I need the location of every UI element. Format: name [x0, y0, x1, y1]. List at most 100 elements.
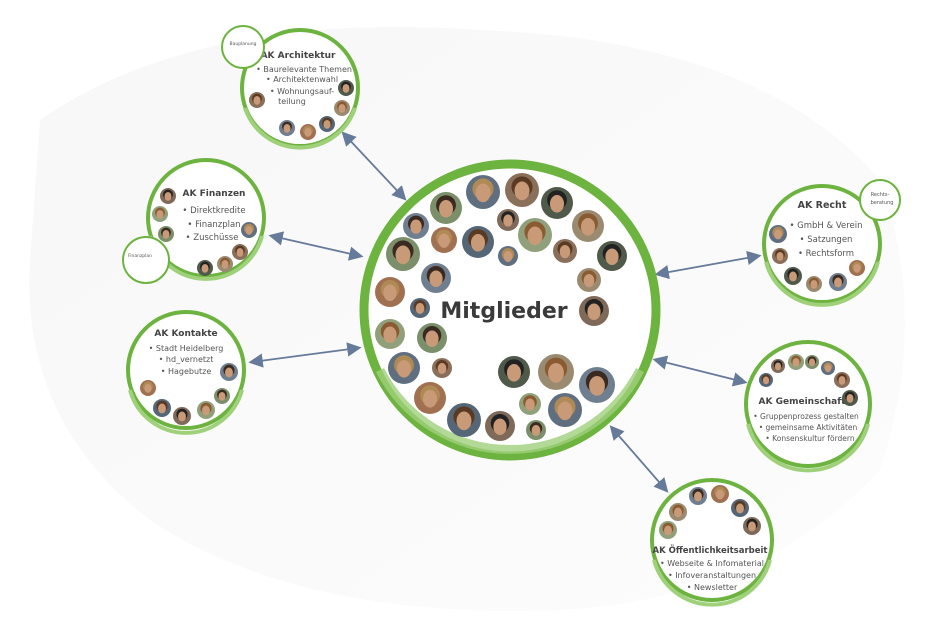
- architektur-item: teilung: [278, 97, 306, 106]
- kontakte-title: AK Kontakte: [154, 329, 217, 339]
- finanzen-item: • Finanzplan: [187, 220, 240, 230]
- member-photo: [232, 244, 248, 260]
- finanzen-item: • Direktkredite: [182, 206, 245, 216]
- finanzen-item: • Zuschüsse: [186, 233, 239, 243]
- architektur-item: • Architektenwahl: [266, 75, 338, 84]
- connector-arrows: [248, 131, 762, 493]
- rechtsberatung-label: beratung: [871, 200, 894, 206]
- oeffentlichkeit-title: AK Öffentlichkeitsarbeit: [652, 545, 767, 556]
- member-photos: [375, 173, 627, 441]
- gemeinschaft-item: • gemeinsame Aktivitäten: [759, 423, 858, 432]
- member-photo: [197, 401, 215, 419]
- member-photo: [421, 263, 451, 293]
- member-photo: [579, 367, 615, 403]
- oeffentlichkeit-item: • Webseite & Infomaterial: [660, 559, 764, 568]
- finanzplan-label: Finanzplan: [128, 253, 152, 259]
- member-photo: [430, 192, 462, 224]
- member-photo: [249, 92, 265, 108]
- member-photo: [173, 407, 191, 425]
- recht-title: AK Recht: [798, 200, 847, 211]
- member-photo: [577, 268, 601, 292]
- architektur-title: AK Architektur: [261, 51, 336, 61]
- recht-item: • Satzungen: [800, 235, 853, 245]
- group-kontakte[interactable]: AK Kontakte • Stadt Heidelberg • hd_vern…: [126, 310, 246, 435]
- recht-item: • Rechtsform: [798, 249, 854, 259]
- member-photo: [829, 273, 847, 291]
- member-photo: [375, 277, 405, 307]
- arrow-finanzen: [268, 231, 364, 261]
- group-architektur[interactable]: AK Architektur • Baurelevante Themen • A…: [240, 28, 360, 150]
- member-photo: [743, 517, 761, 535]
- member-photo: [388, 352, 420, 384]
- member-photo: [431, 227, 457, 253]
- member-photo: [548, 393, 582, 427]
- kontakte-item: • Stadt Heidelberg: [149, 344, 224, 353]
- arrow-kontakte: [248, 342, 362, 368]
- member-photo: [689, 487, 707, 505]
- oeffentlichkeit-photos: [659, 485, 761, 539]
- member-photo: [197, 260, 213, 276]
- group-finanzen[interactable]: AK Finanzen • Direktkredite • Finanzplan…: [146, 158, 266, 281]
- satellite-finanzplan[interactable]: Finanzplan: [122, 236, 170, 284]
- member-photo: [140, 380, 156, 396]
- architektur-item: • Baurelevante Themen: [256, 65, 352, 74]
- member-photo: [319, 116, 335, 132]
- group-oeffentlichkeit[interactable]: AK Öffentlichkeitsarbeit • Webseite & In…: [650, 478, 774, 607]
- member-photo: [518, 218, 552, 252]
- finanzen-photos: [152, 188, 257, 276]
- member-photo: [541, 187, 573, 219]
- member-photo: [241, 222, 257, 238]
- oeffentlichkeit-item: • Infoveranstaltungen: [668, 571, 756, 580]
- satellite-bauplanung[interactable]: Bauplanung: [221, 25, 265, 69]
- member-photo: [497, 209, 519, 231]
- member-photo: [711, 485, 729, 503]
- member-photo: [217, 256, 233, 272]
- gemeinschaft-title: AK Gemeinschaft: [759, 397, 847, 407]
- member-photo: [462, 226, 494, 258]
- center-node[interactable]: Mitglieder: [359, 159, 661, 461]
- kontakte-photos: [140, 363, 238, 425]
- group-recht[interactable]: AK Recht • GmbH & Verein • Satzungen • R…: [762, 184, 882, 307]
- member-photo: [403, 213, 429, 239]
- member-photo: [220, 363, 238, 381]
- rechtsberatung-label: Rechts-: [871, 192, 890, 198]
- member-photo: [772, 248, 788, 264]
- satellite-rechtsberatung[interactable]: Rechts- beratung: [859, 179, 901, 221]
- oeffentlichkeit-item: • Newsletter: [687, 583, 738, 592]
- arrow-gemeinschaft: [652, 355, 748, 387]
- member-photo: [214, 388, 230, 404]
- member-photo: [485, 411, 515, 441]
- member-photo: [160, 188, 176, 204]
- member-photo: [538, 354, 574, 390]
- gemeinschaft-item: • Konsenskultur fördern: [765, 434, 854, 443]
- group-gemeinschaft[interactable]: AK Gemeinschaft • Gruppenprozess gestalt…: [744, 340, 872, 473]
- kontakte-item: • hd_vernetzt: [159, 355, 214, 364]
- member-photo: [279, 120, 295, 136]
- member-photo: [834, 372, 850, 388]
- recht-item: • GmbH & Verein: [789, 221, 862, 231]
- member-photo: [842, 390, 858, 406]
- member-photo: [519, 393, 541, 415]
- member-photo: [805, 355, 819, 369]
- member-photo: [579, 296, 609, 326]
- member-photo: [300, 124, 316, 140]
- member-photo: [153, 399, 171, 417]
- member-photo: [821, 361, 835, 375]
- member-photo: [849, 260, 865, 276]
- member-photo: [410, 298, 430, 318]
- member-photo: [806, 276, 822, 292]
- architektur-photos: [249, 80, 354, 140]
- center-title: Mitglieder: [440, 299, 567, 324]
- member-photo: [414, 382, 446, 414]
- member-photo: [769, 225, 787, 243]
- member-photo: [498, 246, 518, 266]
- member-photo: [597, 241, 627, 271]
- member-photo: [553, 239, 577, 263]
- finanzen-title: AK Finanzen: [183, 189, 246, 199]
- arrow-architektur: [341, 131, 407, 201]
- bauplanung-label: Bauplanung: [230, 41, 257, 47]
- member-photo: [466, 175, 500, 209]
- member-photo: [158, 226, 174, 242]
- member-photo: [526, 420, 546, 440]
